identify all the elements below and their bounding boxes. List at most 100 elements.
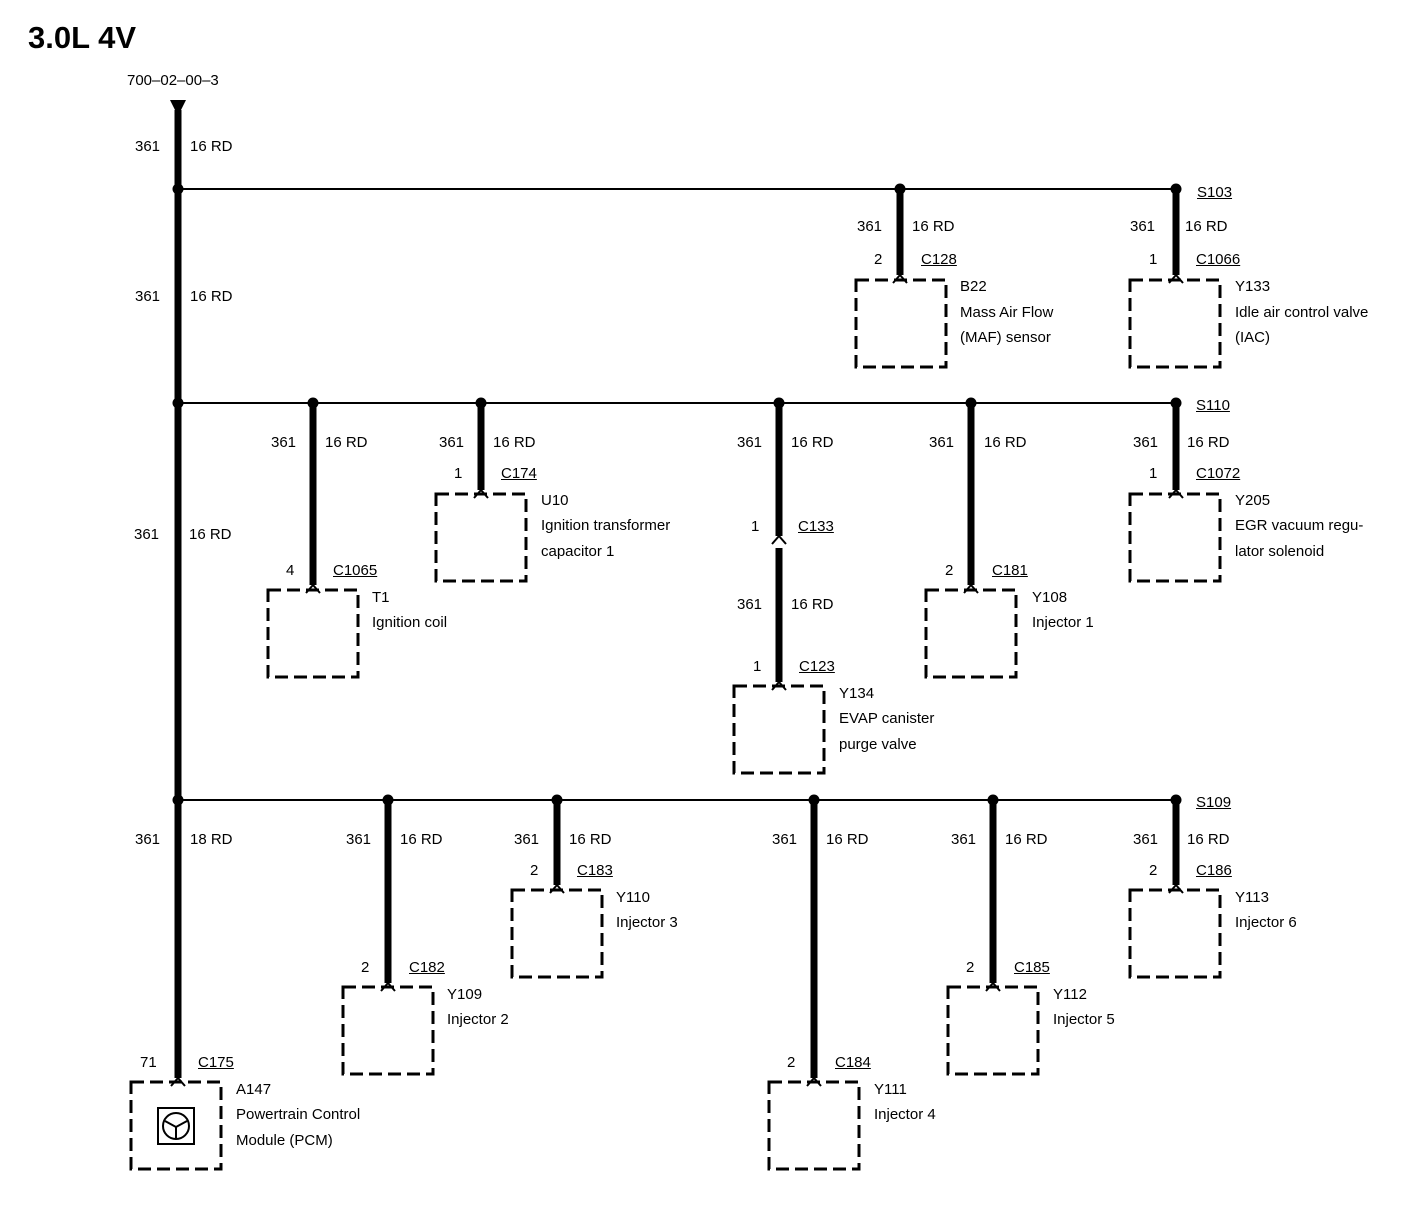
component-name: Mass Air Flow xyxy=(960,304,1054,321)
component-ref: Y205 xyxy=(1235,492,1271,509)
connector-id: C174 xyxy=(501,465,537,482)
connector-id: C184 xyxy=(835,1054,871,1071)
component-box-y111 xyxy=(767,1080,861,1171)
wire-circuit: 361 xyxy=(737,596,763,613)
connector-id: C1065 xyxy=(333,562,378,579)
wire-gauge: 16 RD xyxy=(569,831,612,848)
component-box-b22 xyxy=(854,278,948,369)
pin-number: 2 xyxy=(966,959,975,976)
component-name: Module (PCM) xyxy=(236,1132,333,1149)
pin-number: 4 xyxy=(286,562,295,579)
wire-circuit: 361 xyxy=(1133,434,1159,451)
wire-circuit: 361 xyxy=(737,434,763,451)
pin-number: 1 xyxy=(454,465,463,482)
wire-circuit: 361 xyxy=(271,434,297,451)
wire-gauge: 16 RD xyxy=(791,434,834,451)
component-ref: B22 xyxy=(960,278,987,295)
component-name: (MAF) sensor xyxy=(960,329,1051,346)
connector-id: C128 xyxy=(921,251,957,268)
pin-number: 1 xyxy=(751,518,760,535)
connector-id: C133 xyxy=(798,518,834,535)
junction-dot xyxy=(172,794,184,806)
pin-number: 2 xyxy=(945,562,954,579)
wire-gauge: 16 RD xyxy=(912,218,955,235)
splice-label: S109 xyxy=(1196,794,1232,811)
component-name: Injector 6 xyxy=(1235,914,1297,931)
wire-circuit: 361 xyxy=(514,831,540,848)
main-wire-gauge: 16 RD xyxy=(189,526,232,543)
wire-circuit: 361 xyxy=(439,434,465,451)
component-ref: Y110 xyxy=(616,889,650,906)
component-name: EVAP canister xyxy=(839,710,935,727)
connector-id: C182 xyxy=(409,959,445,976)
diagram-title: 3.0L 4V xyxy=(28,20,137,55)
connector-id: C123 xyxy=(799,658,835,675)
main-wire-circuit: 361 xyxy=(135,138,161,155)
wire-gauge: 16 RD xyxy=(1187,434,1230,451)
component-box-u10 xyxy=(434,492,528,583)
branch-wires xyxy=(309,189,1180,1078)
component-box-y109 xyxy=(341,985,435,1076)
pin-number: 1 xyxy=(753,658,762,675)
wire-circuit: 361 xyxy=(929,434,955,451)
component-ref: T1 xyxy=(372,589,390,606)
pin-number: 2 xyxy=(1149,862,1158,879)
main-wire-gauge: 16 RD xyxy=(190,288,233,305)
pin-number: 2 xyxy=(787,1054,796,1071)
wire-circuit: 361 xyxy=(951,831,977,848)
wire-circuit: 361 xyxy=(1133,831,1159,848)
component-ref: Y109 xyxy=(447,986,483,1003)
connector-id: C175 xyxy=(198,1054,234,1071)
component-name: capacitor 1 xyxy=(541,543,615,560)
component-ref: Y113 xyxy=(1235,889,1269,906)
component-name: Powertrain Control xyxy=(236,1106,361,1123)
component-box-y113 xyxy=(1128,888,1222,979)
component-name: Idle air control valve xyxy=(1235,304,1369,321)
component-box-y205 xyxy=(1128,492,1222,583)
wire-circuit: 361 xyxy=(346,831,372,848)
wire-gauge: 16 RD xyxy=(1005,831,1048,848)
component-box-a147 xyxy=(129,1080,223,1171)
pin-number: 2 xyxy=(530,862,539,879)
wire-gauge: 16 RD xyxy=(1187,831,1230,848)
component-box-y108 xyxy=(924,588,1018,679)
component-name: Injector 5 xyxy=(1053,1011,1115,1028)
component-name: Ignition coil xyxy=(372,614,448,631)
wire-gauge: 16 RD xyxy=(791,596,834,613)
component-name: Injector 2 xyxy=(447,1011,509,1028)
wire-circuit: 361 xyxy=(1130,218,1156,235)
main-wire-gauge: 16 RD xyxy=(190,138,233,155)
component-box-y134 xyxy=(732,684,826,775)
main-wire-circuit: 361 xyxy=(134,526,160,543)
wire-gauge: 16 RD xyxy=(400,831,443,848)
source-arrow-icon xyxy=(170,100,186,116)
connector-id: C1066 xyxy=(1196,251,1241,268)
wire-circuit: 361 xyxy=(772,831,798,848)
component-name: Injector 1 xyxy=(1032,614,1094,631)
component-ref: Y133 xyxy=(1235,278,1271,295)
component-box-y133 xyxy=(1128,278,1222,369)
wire-gauge: 16 RD xyxy=(493,434,536,451)
component-name: Ignition transformer xyxy=(541,517,671,534)
junction-dot xyxy=(172,183,184,195)
component-ref: Y111 xyxy=(874,1081,907,1098)
component-box-y110 xyxy=(510,888,604,979)
main-wire-circuit: 361 xyxy=(135,288,161,305)
wire-gauge: 16 RD xyxy=(1185,218,1228,235)
component-box-y112 xyxy=(946,985,1040,1076)
connector-id: C1072 xyxy=(1196,465,1241,482)
component-name: Injector 3 xyxy=(616,914,678,931)
component-ref: Y108 xyxy=(1032,589,1068,606)
main-wire-circuit: 361 xyxy=(135,831,161,848)
connector-chevron-icon xyxy=(771,534,787,545)
component-name: EGR vacuum regu- xyxy=(1235,517,1364,534)
connector-id: C183 xyxy=(577,862,613,879)
component-name: purge valve xyxy=(839,736,917,753)
junction-dots xyxy=(172,183,1182,806)
wire-gauge: 16 RD xyxy=(984,434,1027,451)
connector-id: C181 xyxy=(992,562,1028,579)
pin-number: 2 xyxy=(361,959,370,976)
component-box-t1 xyxy=(266,588,360,679)
